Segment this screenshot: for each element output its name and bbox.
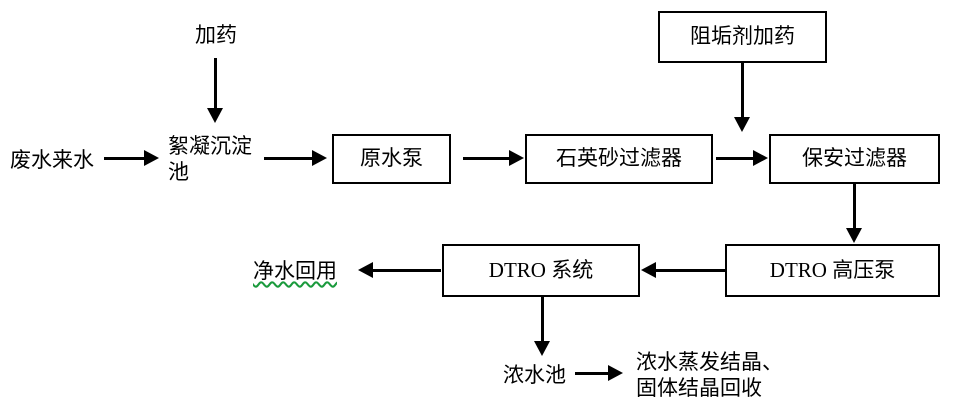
edge-dtro-system-to-clean-water-arrowhead xyxy=(358,262,373,278)
node-dosing-label: 加药 xyxy=(195,23,237,47)
node-coag-sed-label: 絮凝沉淀 池 xyxy=(168,134,252,185)
edge-security-filter-to-dtro-hp-pump-shaft xyxy=(853,184,856,230)
edge-dtro-hp-pump-to-dtro-system-shaft xyxy=(655,269,725,272)
node-antiscalant-label: 阻垢剂加药 xyxy=(690,24,795,49)
edge-dtro-hp-pump-to-dtro-system-arrowhead xyxy=(641,262,656,278)
node-security-filter-label: 保安过滤器 xyxy=(802,146,907,171)
edge-brine-pond-to-brine-evap-shaft xyxy=(575,372,610,375)
node-dtro-hp-pump-label: DTRO 高压泵 xyxy=(769,257,896,282)
node-dtro-system-label: DTRO 系统 xyxy=(488,257,594,282)
edge-quartz-filter-to-security-filter-shaft xyxy=(716,157,755,160)
edge-dtro-system-to-brine-pond-shaft xyxy=(541,297,544,343)
edge-quartz-filter-to-security-filter-arrowhead xyxy=(753,150,768,166)
node-raw-water-pump-label: 原水泵 xyxy=(360,146,423,171)
node-antiscalant-box[interactable]: 阻垢剂加药 xyxy=(658,11,827,63)
edge-brine-pond-to-brine-evap-arrowhead xyxy=(608,365,623,381)
edge-security-filter-to-dtro-hp-pump-arrowhead xyxy=(846,228,862,243)
node-quartz-filter-label: 石英砂过滤器 xyxy=(556,146,682,171)
edge-dtro-system-to-clean-water-shaft xyxy=(373,269,441,272)
node-raw-water-pump-box[interactable]: 原水泵 xyxy=(332,134,451,184)
node-quartz-filter-box[interactable]: 石英砂过滤器 xyxy=(525,134,713,184)
edge-raw-water-pump-to-quartz-filter-shaft xyxy=(463,157,511,160)
edge-influent-to-coag-sed-arrowhead xyxy=(144,150,159,166)
edge-coag-sed-to-raw-water-pump-arrowhead xyxy=(312,150,327,166)
edge-dosing-to-coag-sed-shaft xyxy=(214,58,217,110)
edge-raw-water-pump-to-quartz-filter-arrowhead xyxy=(509,150,524,166)
node-brine-pond-label: 浓水池 xyxy=(503,363,566,387)
edge-antiscalant-to-security-filter-shaft xyxy=(741,63,744,119)
edge-dosing-to-coag-sed-arrowhead xyxy=(207,108,223,123)
edge-antiscalant-to-security-filter-arrowhead xyxy=(734,117,750,132)
edge-dtro-system-to-brine-pond-arrowhead xyxy=(534,341,550,356)
node-brine-evap-label: 浓水蒸发结晶、 固体结晶回收 xyxy=(636,350,783,401)
node-dtro-hp-pump-box[interactable]: DTRO 高压泵 xyxy=(725,244,940,297)
node-dtro-system-box[interactable]: DTRO 系统 xyxy=(442,244,640,297)
edge-coag-sed-to-raw-water-pump-shaft xyxy=(264,157,314,160)
node-clean-water-label: 净水回用 xyxy=(253,259,337,283)
node-security-filter-box[interactable]: 保安过滤器 xyxy=(769,134,940,184)
node-influent-label: 废水来水 xyxy=(10,148,94,172)
edge-influent-to-coag-sed-shaft xyxy=(104,157,146,160)
